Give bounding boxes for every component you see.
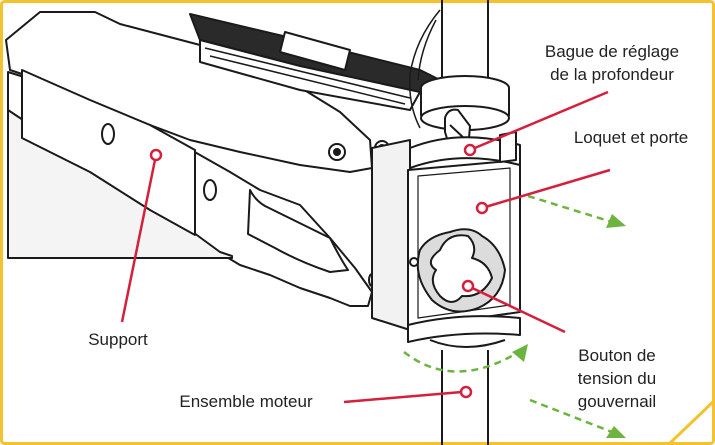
- label-motor-assembly: Ensemble moteur: [179, 392, 313, 411]
- rotation-arc-arrow: [403, 348, 523, 373]
- callout-line-depth: [469, 90, 609, 152]
- label-depth-line1: Bague de réglage: [545, 42, 679, 61]
- callout-dot-latch: [475, 201, 489, 215]
- arrowhead-lower: [606, 426, 626, 438]
- callout-line-motor: [343, 390, 463, 404]
- callout-dot-knob: [461, 279, 475, 293]
- steering-tension-knob: [409, 228, 506, 313]
- callout-dot-depth: [463, 143, 477, 157]
- label-knob-line1: Bouton de: [578, 346, 656, 365]
- callout-line-mount: [120, 154, 158, 323]
- callout-line-knob: [467, 284, 566, 334]
- mount-body: [5, 11, 441, 307]
- callout-dot-motor: [459, 385, 473, 399]
- callouts: [120, 90, 611, 404]
- label-knob-line2: tension du: [578, 369, 656, 388]
- corner-accent: [666, 398, 715, 445]
- motion-arrowheads: [512, 214, 626, 438]
- label-mount: Support: [88, 330, 148, 349]
- depth-collar: [420, 75, 510, 152]
- labels: Bague de réglage de la profondeur Loquet…: [88, 42, 688, 411]
- arrowhead-arc: [512, 344, 528, 362]
- label-latch-door: Loquet et porte: [574, 128, 688, 147]
- callout-line-latch: [481, 168, 611, 210]
- door-open-arrow-upper: [527, 194, 613, 224]
- label-depth-line2: de la profondeur: [550, 65, 674, 84]
- arrowhead-upper: [606, 214, 626, 228]
- motor-shaft: [408, 0, 489, 445]
- callout-dot-mount: [149, 148, 163, 162]
- motion-arrows: [403, 194, 613, 434]
- door-open-arrow-lower: [529, 398, 613, 434]
- label-knob-line3: gouvernail: [578, 392, 656, 411]
